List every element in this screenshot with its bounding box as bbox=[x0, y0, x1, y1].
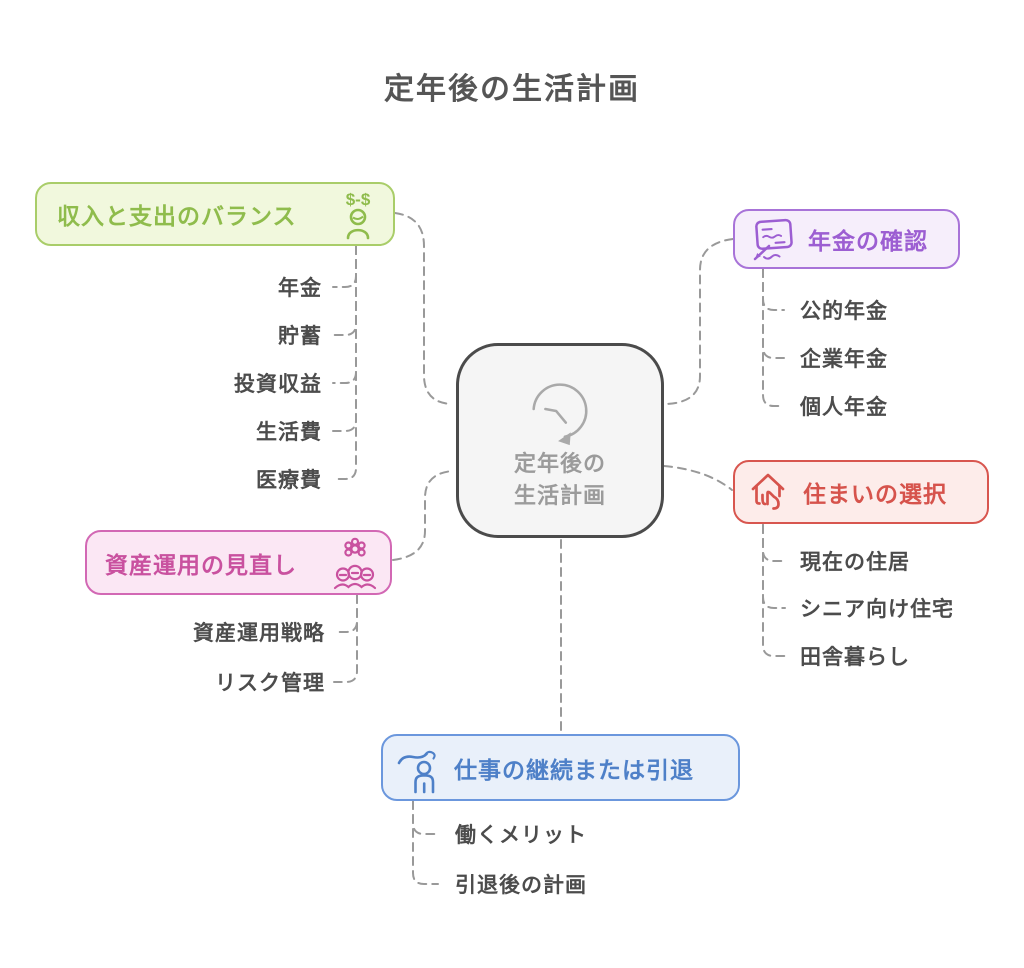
connector-pension-to-center bbox=[664, 238, 734, 405]
child-item-public-pension[interactable]: 公的年金 bbox=[800, 300, 888, 323]
child-item-medical-cost[interactable]: 医療費 bbox=[256, 469, 322, 492]
branch-node-income-expense-balance[interactable]: 収入と支出のバランス $-$ bbox=[35, 182, 395, 246]
connector-housing-child-1 bbox=[762, 524, 786, 562]
rotate-clock-icon bbox=[532, 383, 588, 445]
child-item-asset-strategy[interactable]: 資産運用戦略 bbox=[193, 622, 325, 645]
connector-work-child-1 bbox=[412, 800, 439, 835]
connector-pension-child-1 bbox=[762, 268, 785, 311]
center-node[interactable]: 定年後の 生活計画 bbox=[456, 343, 664, 538]
center-node-label-line2: 生活計画 bbox=[513, 482, 606, 508]
connector-housing-child-3 bbox=[762, 524, 786, 657]
branch-node-housing-choice[interactable]: 住まいの選択 bbox=[733, 460, 989, 524]
house-select-hand-icon bbox=[751, 473, 785, 510]
branch-label: 仕事の継続または引退 bbox=[454, 756, 694, 783]
connector-asset-to-center bbox=[392, 470, 454, 561]
center-node-label-line1: 定年後の bbox=[513, 450, 606, 476]
child-item-senior-housing[interactable]: シニア向け住宅 bbox=[800, 598, 954, 621]
income-balance-person-icon: $-$ bbox=[346, 190, 371, 240]
branch-node-asset-review[interactable]: 資産運用の見直し bbox=[85, 530, 392, 595]
connector-work-child-2 bbox=[412, 800, 439, 885]
diagram-title: 定年後の生活計画 bbox=[384, 73, 640, 106]
asset-flower-group-icon bbox=[333, 537, 377, 589]
child-item-investment-income[interactable]: 投資収益 bbox=[234, 373, 322, 396]
child-item-retirement-plan[interactable]: 引退後の計画 bbox=[455, 874, 587, 897]
branch-label: 収入と支出のバランス bbox=[57, 203, 297, 229]
connector-income-to-center bbox=[394, 212, 453, 405]
child-item-savings[interactable]: 貯蓄 bbox=[278, 325, 322, 348]
dollar-minus-dollar-text: $-$ bbox=[346, 190, 371, 209]
work-person-hand-icon bbox=[397, 750, 436, 793]
branch-label: 資産運用の見直し bbox=[105, 551, 297, 578]
child-item-pension[interactable]: 年金 bbox=[278, 277, 322, 300]
connector-income-child-1 bbox=[332, 245, 357, 288]
connector-housing-child-2 bbox=[762, 524, 786, 609]
child-item-country-living[interactable]: 田舎暮らし bbox=[800, 646, 910, 669]
branch-node-work-or-retire[interactable]: 仕事の継続または引退 bbox=[381, 734, 740, 801]
connector-asset-child-2 bbox=[333, 594, 358, 683]
connector-income-child-3 bbox=[332, 245, 357, 384]
child-item-work-merit[interactable]: 働くメリット bbox=[455, 824, 587, 847]
connector-income-child-5 bbox=[332, 245, 357, 480]
child-item-risk-management[interactable]: リスク管理 bbox=[215, 672, 325, 695]
connector-pension-child-3 bbox=[762, 268, 785, 407]
child-item-living-cost[interactable]: 生活費 bbox=[256, 421, 322, 444]
branch-label: 住まいの選択 bbox=[803, 481, 947, 507]
connector-income-child-2 bbox=[332, 245, 357, 336]
child-item-current-home[interactable]: 現在の住居 bbox=[800, 551, 910, 574]
branch-node-pension-check[interactable]: 年金の確認 bbox=[733, 209, 960, 269]
child-item-corporate-pension[interactable]: 企業年金 bbox=[800, 348, 888, 371]
connector-pension-child-2 bbox=[762, 268, 785, 359]
child-item-private-pension[interactable]: 個人年金 bbox=[800, 396, 888, 419]
connector-income-child-4 bbox=[332, 245, 357, 432]
pension-document-pen-icon bbox=[753, 218, 793, 261]
connector-asset-child-1 bbox=[333, 594, 358, 633]
branch-label: 年金の確認 bbox=[808, 228, 928, 254]
connector-center-to-housing bbox=[663, 465, 733, 491]
